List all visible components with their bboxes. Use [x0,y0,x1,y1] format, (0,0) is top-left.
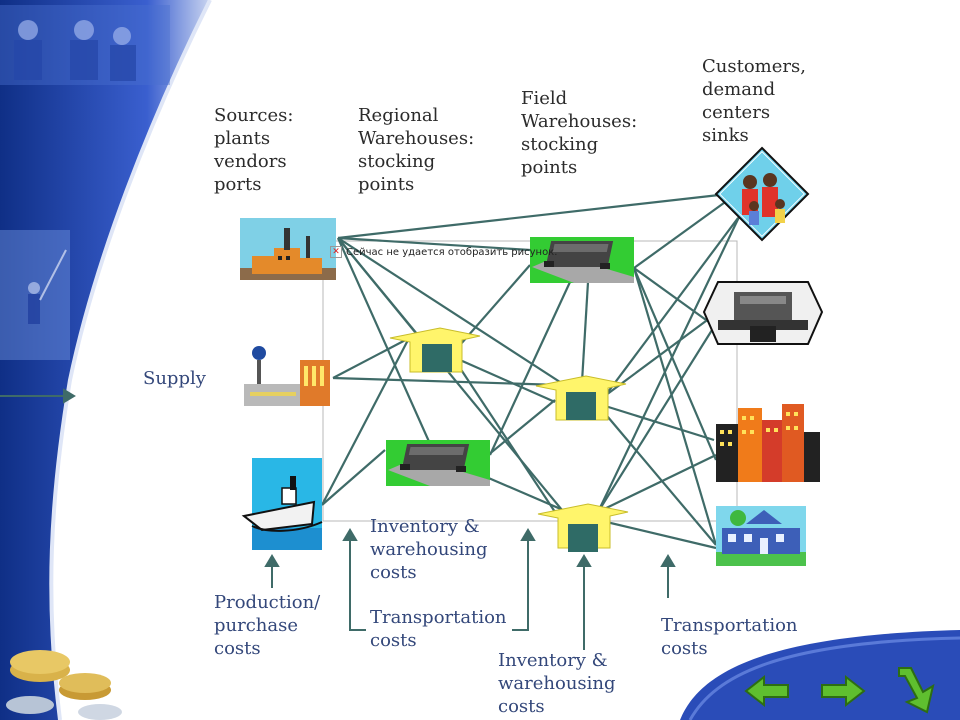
sources-label: Sources: plants vendors ports [214,105,294,195]
inventory-costs-label-1: Inventory & warehousing costs [370,516,488,583]
nav-back-button[interactable] [744,674,790,708]
field-warehouse-bottom [537,503,629,552]
plant-icon [244,346,330,406]
regional-warehouse-bottom [386,440,490,486]
corner-decoration [680,630,960,720]
nav-end-button[interactable] [893,664,937,716]
broken-image-caption: ✕ Сейчас не удается отобразить рисунок. [330,246,557,258]
coins-photo [6,650,122,720]
mall-icon [702,281,824,345]
nav-forward-button[interactable] [820,674,866,708]
supply-arrow [0,388,76,404]
field-warehouses-label: Field Warehouses: stocking points [521,88,638,178]
transport-cost-arrow-3 [660,554,676,598]
transport-costs-label-1: Transportation costs [370,607,507,651]
fisherman-photo [0,230,70,360]
arrow-right-icon [821,674,866,708]
network-lines [321,192,741,550]
production-costs-label: Production/ purchase costs [214,592,321,659]
family-icon [714,146,810,242]
factory-icon [240,218,336,280]
regional-warehouses-label: Regional Warehouses: stocking points [358,105,475,195]
field-warehouse-top [530,237,634,283]
production-cost-arrow [264,554,280,588]
arrow-left-icon [744,674,789,708]
sidebar-decoration [0,0,212,720]
supply-label: Supply [143,368,206,389]
field-warehouse-middle [535,375,627,421]
city-icon [716,404,820,482]
customers-label: Customers, demand centers sinks [702,56,806,146]
inventory-cost-arrow-2 [576,554,592,650]
ship-icon [241,458,323,550]
regional-warehouse-top [389,327,481,373]
inventory-costs-label-2: Inventory & warehousing costs [498,650,616,717]
transport-cost-arrow-2 [512,528,536,631]
business-people-photo [0,5,170,85]
transport-cost-arrow-1 [342,528,366,631]
transport-costs-label-2: Transportation costs [661,615,798,659]
cost-arrows [0,388,676,650]
arrow-end-icon [898,667,935,714]
house-icon [716,506,806,566]
broken-image-icon: ✕ [330,246,342,258]
